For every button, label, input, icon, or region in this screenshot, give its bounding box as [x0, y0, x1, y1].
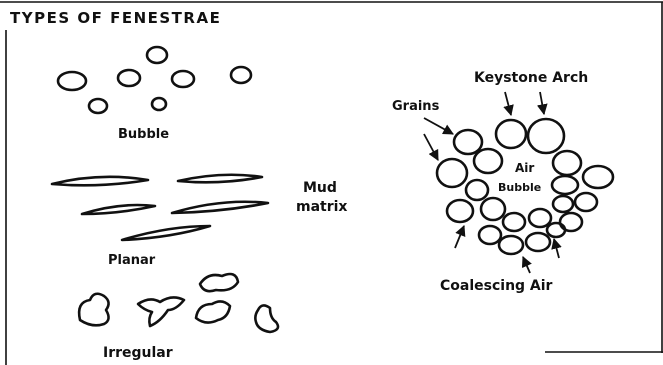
bubble-label: Bubble [118, 127, 169, 142]
planar-shape [122, 226, 210, 240]
keystone-arrow [505, 92, 511, 115]
grain-shape [447, 200, 473, 222]
bubble-shape [58, 72, 86, 90]
grain-shape [529, 209, 551, 227]
mud-matrix-label-line2: matrix [296, 199, 347, 215]
grain-shape [553, 196, 573, 212]
coalescing-arrow [523, 257, 530, 273]
grain-shape [479, 226, 501, 244]
grain-shape [437, 159, 467, 187]
grain-shape [583, 166, 613, 188]
bubble-shape [89, 99, 107, 113]
planar-shape [52, 177, 148, 186]
grain-shape [454, 130, 482, 154]
grain-shape [496, 120, 526, 148]
grain-shape [528, 119, 564, 153]
grain-shape [474, 149, 502, 173]
grain-shape [575, 193, 597, 211]
planar-shape [178, 175, 262, 183]
bubble-shape [231, 67, 251, 83]
planar-shape [82, 205, 155, 214]
grain-shape [499, 236, 523, 254]
grain-shape [526, 233, 550, 251]
diagram-title: TYPES OF FENESTRAE [10, 9, 221, 27]
bubble-shape [147, 47, 167, 63]
bubble-shape [152, 98, 166, 110]
grain-shape [503, 213, 525, 231]
irregular-shape [255, 305, 278, 332]
irregular-shape [196, 301, 230, 322]
grain-shape [547, 223, 565, 237]
coalescing-arrow [554, 239, 559, 258]
irregular-shape [138, 297, 184, 326]
grains-label: Grains [392, 99, 440, 114]
keystone-arch-label: Keystone Arch [474, 70, 588, 86]
air-label: Air [515, 161, 534, 175]
keystone-arrow [540, 92, 544, 114]
grain-shape [481, 198, 505, 220]
planar-shape [172, 202, 268, 213]
irregular-label: Irregular [103, 345, 173, 361]
grain-shape [466, 180, 488, 200]
grains-arrow [424, 118, 453, 134]
planar-fenestrae-group [52, 175, 268, 240]
mud-matrix-label-line1: Mud [303, 180, 337, 196]
irregular-shape [200, 274, 238, 291]
irregular-fenestrae-group [79, 274, 278, 332]
planar-label: Planar [108, 253, 156, 268]
irregular-shape [79, 294, 108, 326]
coalescing-air-label: Coalescing Air [440, 278, 553, 294]
grain-shape [552, 176, 578, 194]
grain-shape [560, 213, 582, 231]
bubble-shape [172, 71, 194, 87]
bubble-fenestrae-group [58, 47, 251, 113]
bubble-shape [118, 70, 140, 86]
coalescing-arrow [455, 226, 464, 248]
grain-shape [553, 151, 581, 175]
air-bubble-label: Bubble [498, 181, 541, 194]
grains-arrow [424, 134, 438, 160]
